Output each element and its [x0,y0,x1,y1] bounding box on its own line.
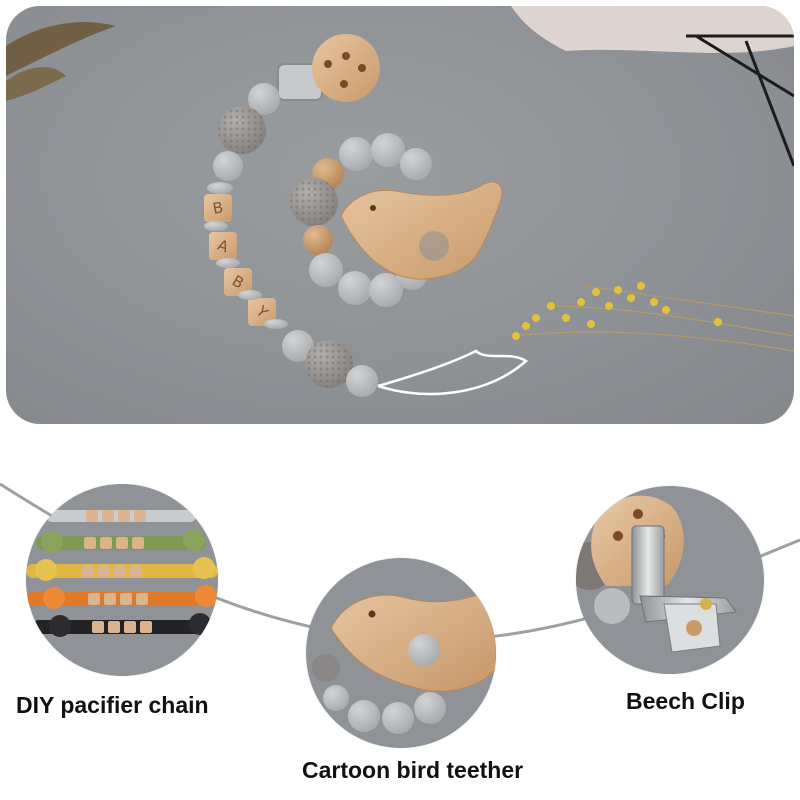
bird-teether-icon [312,587,496,734]
caption-teether: Cartoon bird teether [302,757,524,783]
teether-detail-image [306,558,496,748]
caption-chain: DIY pacifier chain [16,692,209,718]
clip-detail-image [576,486,764,674]
caption-clip: Beech Clip [626,688,745,714]
bead-letter: B [211,198,224,218]
pacifier-chain-variants-icon [26,510,218,637]
beech-clip-icon [576,495,737,653]
chain-detail-image [26,484,218,676]
